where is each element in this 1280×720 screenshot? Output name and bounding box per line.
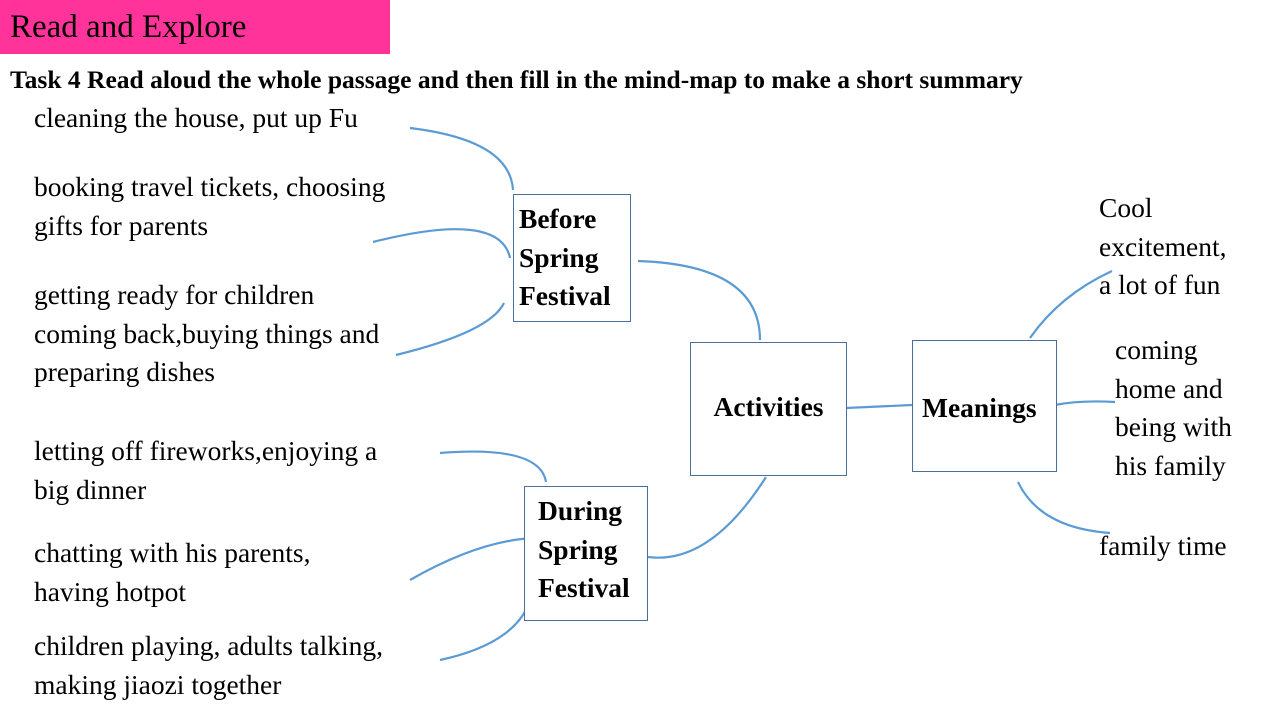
text-line: being with: [1115, 411, 1232, 442]
node-label: Meanings: [922, 392, 1037, 423]
node-label: Spring: [519, 241, 599, 273]
meaning-item-3: family time: [1099, 527, 1227, 566]
section-header: Read and Explore: [0, 0, 390, 54]
connector: [372, 228, 512, 259]
text-line: family time: [1099, 530, 1227, 561]
text-line: a lot of fun: [1099, 269, 1221, 300]
text-line: preparing dishes: [34, 356, 215, 387]
text-line: cleaning the house, put up Fu: [34, 102, 358, 133]
during-item-1: letting off fireworks,enjoying a big din…: [34, 432, 377, 509]
text-line: children playing, adults talking,: [34, 630, 384, 661]
text-line: making jiaozi together: [34, 668, 282, 700]
connector: [845, 403, 913, 410]
during-item-3: children playing, adults talking, making…: [34, 627, 383, 704]
node-meanings: Meanings: [912, 340, 1057, 472]
text-line: coming back,buying things and: [34, 317, 380, 349]
connector: [1054, 400, 1116, 407]
before-item-3: getting ready for children coming back,b…: [34, 276, 379, 392]
before-item-1: cleaning the house, put up Fu: [34, 99, 358, 138]
text-line: having hotpot: [34, 575, 187, 607]
node-activities: Activities: [690, 342, 847, 476]
text-line: booking travel tickets, choosing: [34, 171, 386, 202]
section-title: Read and Explore: [10, 9, 247, 45]
text-line: coming: [1115, 334, 1198, 365]
meaning-item-2: coming home and being with his family: [1115, 331, 1232, 485]
task-instruction: Task 4 Read aloud the whole passage and …: [10, 65, 1023, 94]
text-line: letting off fireworks,enjoying a: [34, 435, 378, 466]
node-label: Spring: [538, 533, 618, 565]
text-line: home and: [1115, 372, 1223, 404]
connector: [395, 302, 505, 357]
node-label: Festival: [519, 280, 611, 311]
node-during-spring-festival: During Spring Festival: [524, 486, 648, 621]
text-line: Cool: [1099, 192, 1153, 223]
connector: [409, 536, 536, 581]
connector: [1017, 481, 1111, 535]
meaning-item-1: Cool excitement, a lot of fun: [1099, 189, 1227, 305]
connector: [439, 605, 529, 662]
connector: [1029, 270, 1113, 339]
node-label: Activities: [713, 391, 824, 422]
node-label: Before: [519, 203, 597, 234]
text-line: gifts for parents: [34, 209, 209, 241]
before-item-2: booking travel tickets, choosing gifts f…: [34, 168, 385, 245]
node-label: During: [538, 495, 623, 526]
text-line: getting ready for children: [34, 279, 315, 310]
text-line: his family: [1115, 449, 1226, 481]
text-line: chatting with his parents,: [34, 537, 311, 568]
text-line: big dinner: [34, 473, 147, 505]
during-item-2: chatting with his parents, having hotpot: [34, 534, 310, 611]
connector: [637, 259, 762, 341]
node-label: Festival: [538, 572, 630, 603]
node-before-spring-festival: Before Spring Festival: [513, 194, 631, 322]
connector: [439, 450, 548, 483]
connector: [409, 126, 515, 191]
text-line: excitement,: [1099, 230, 1227, 262]
connector: [647, 476, 767, 559]
